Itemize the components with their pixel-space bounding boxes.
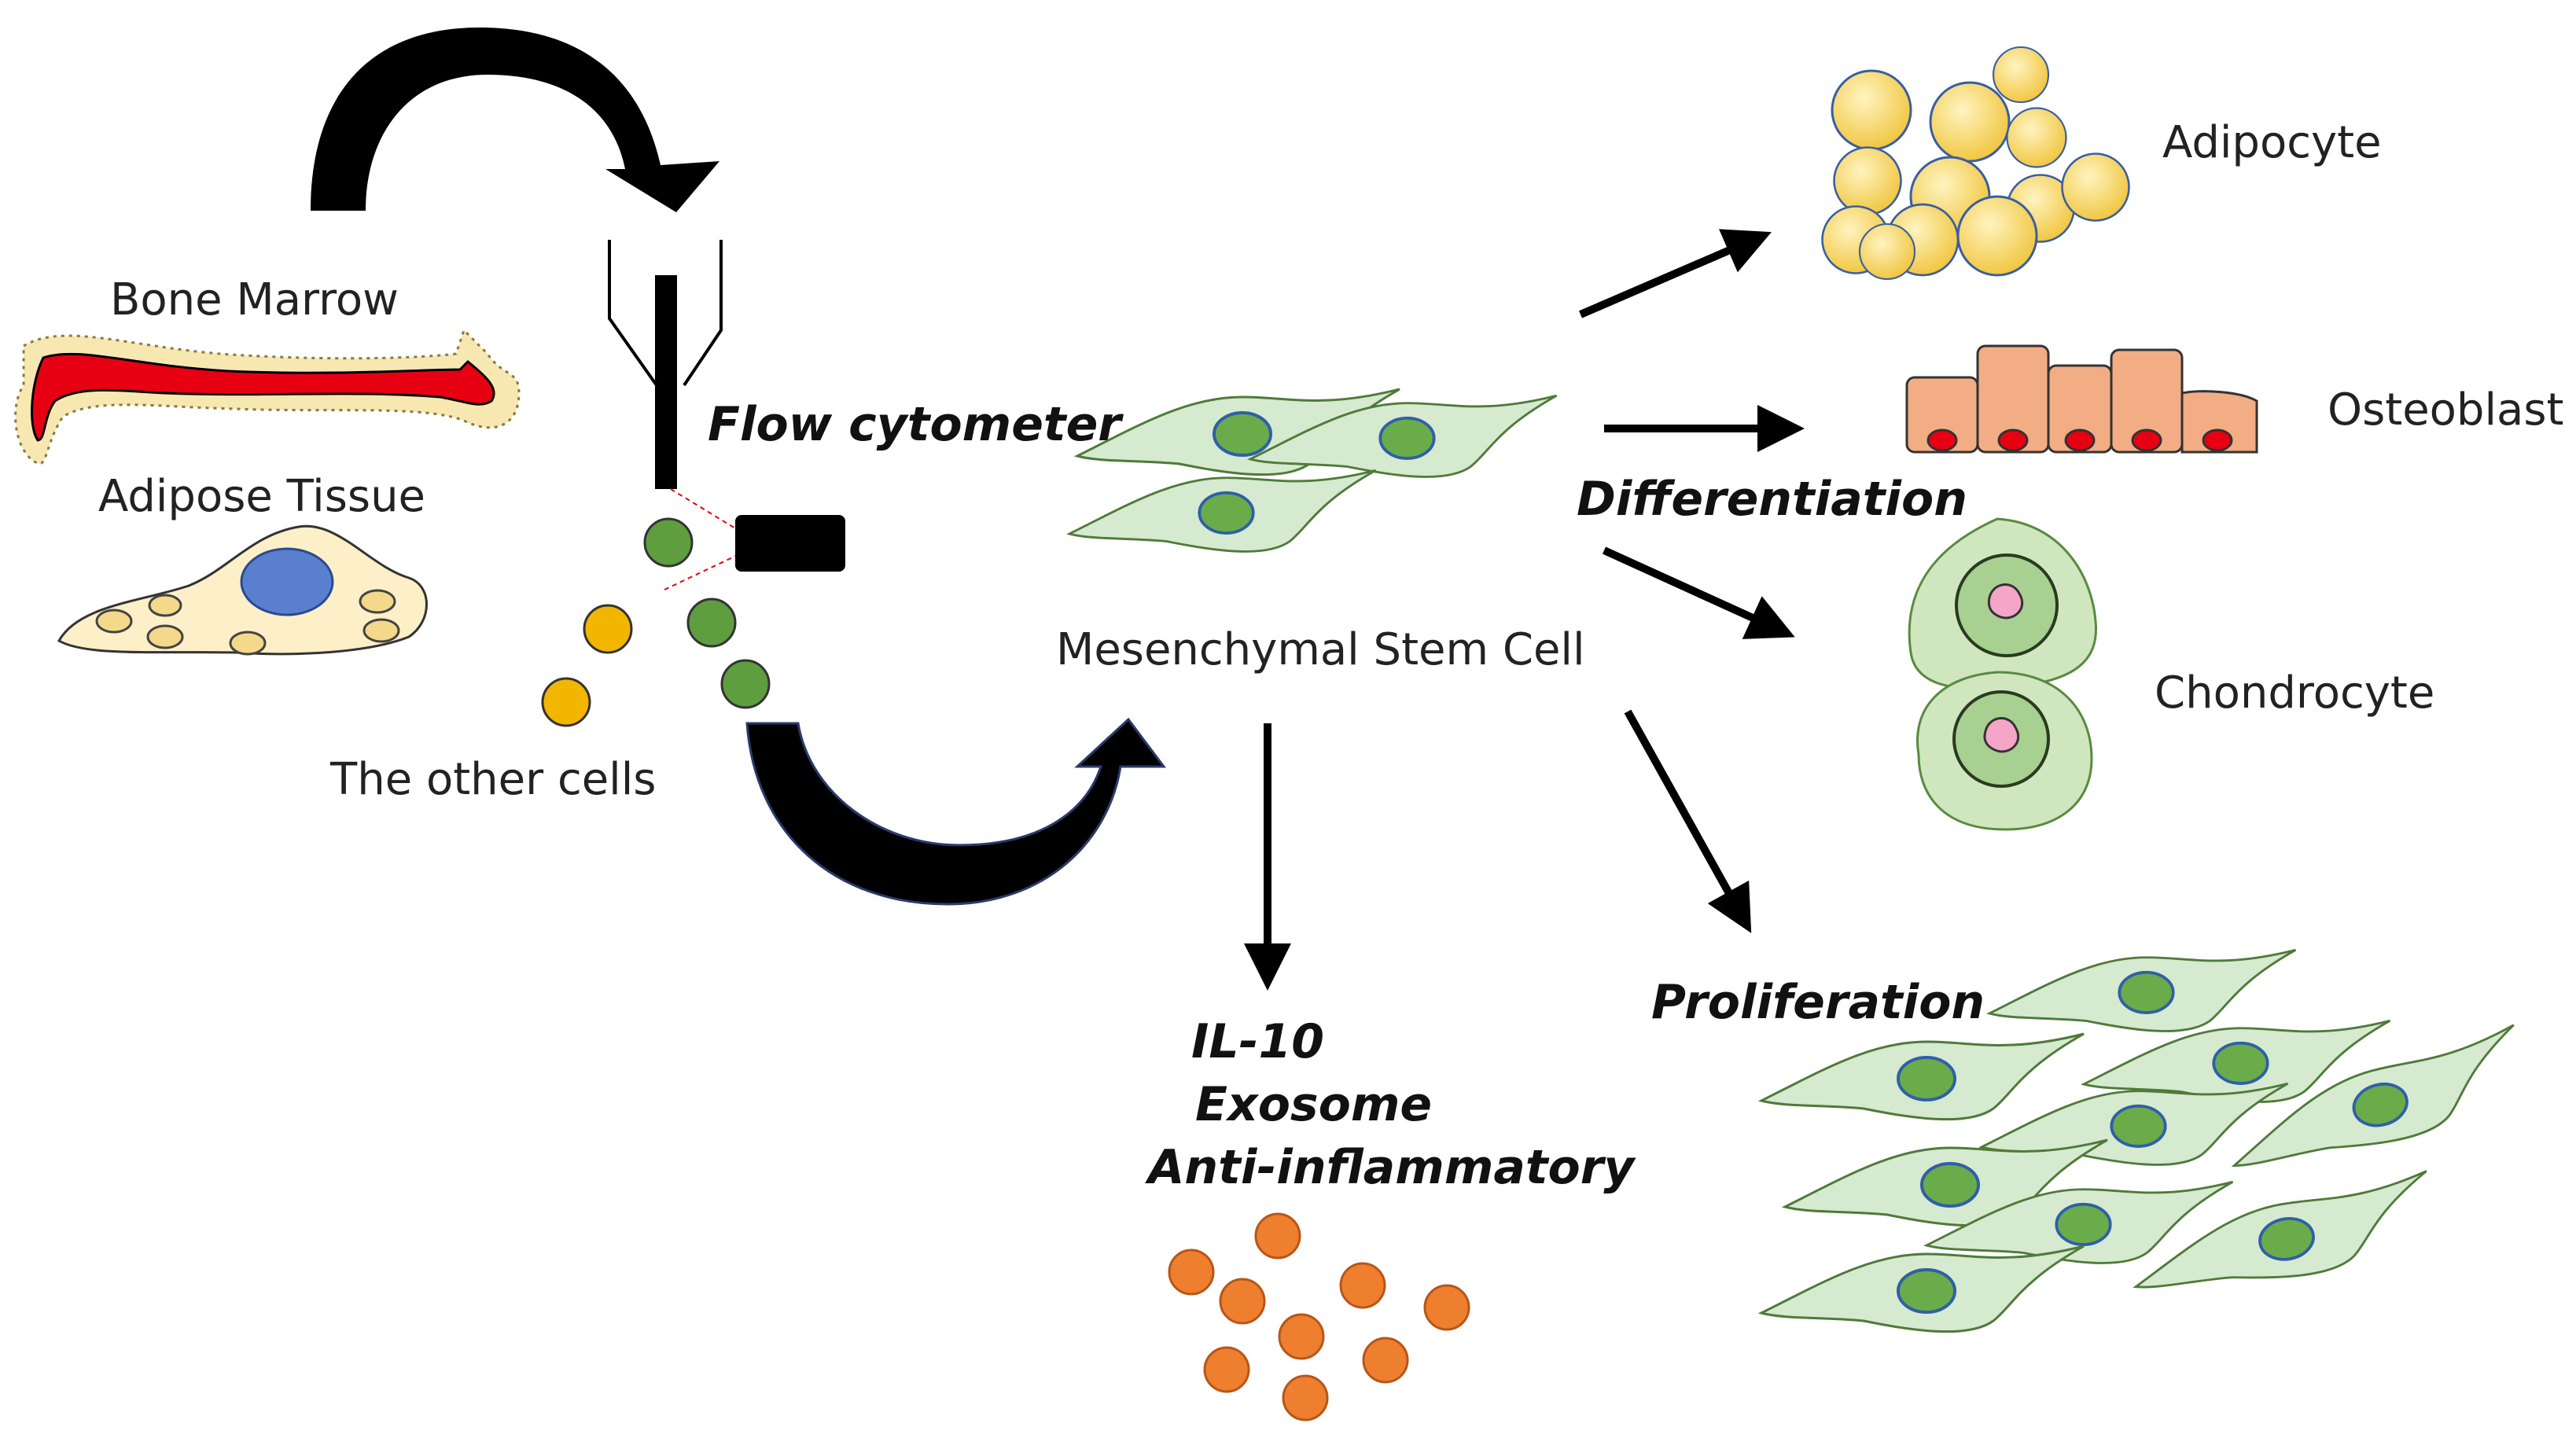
differentiation-arrows bbox=[1579, 229, 1805, 933]
chondrocyte-illustration bbox=[1908, 517, 2098, 831]
green-cell bbox=[643, 517, 694, 568]
chondrocyte-label: Chondrocyte bbox=[2155, 667, 2434, 719]
il10-label: IL-10 bbox=[1191, 1014, 1324, 1069]
yellow-cell bbox=[541, 677, 591, 727]
adipocyte-illustration bbox=[1821, 46, 2130, 281]
flow-cytometer-device bbox=[608, 240, 845, 590]
flow-cytometer-label: Flow cytometer bbox=[708, 397, 1124, 452]
adipocyte-label: Adipocyte bbox=[2162, 117, 2382, 168]
green-cell bbox=[720, 659, 771, 709]
msc-cluster bbox=[1068, 388, 1558, 553]
anti-inflammatory-label: Anti-inflammatory bbox=[1145, 1140, 1636, 1195]
osteoblast-label: Osteoblast bbox=[2328, 384, 2563, 436]
bone-marrow-illustration bbox=[14, 328, 521, 465]
sorted-cells bbox=[541, 517, 771, 727]
yellow-cell bbox=[583, 604, 633, 654]
exosome-particles bbox=[1168, 1212, 1470, 1421]
bone-marrow-label: Bone Marrow bbox=[110, 274, 399, 325]
other-cells-label: The other cells bbox=[329, 754, 656, 805]
differentiation-label: Differentiation bbox=[1577, 472, 1967, 527]
adipose-tissue-illustration bbox=[57, 524, 428, 656]
bottom-curved-arrow bbox=[745, 717, 1166, 906]
msc-label: Mesenchymal Stem Cell bbox=[1056, 624, 1585, 675]
osteoblast-illustration bbox=[1905, 344, 2258, 454]
exosome-label: Exosome bbox=[1195, 1077, 1432, 1132]
top-curved-arrow bbox=[311, 28, 719, 212]
adipose-tissue-label: Adipose Tissue bbox=[98, 471, 425, 522]
green-cell bbox=[686, 598, 737, 648]
proliferation-label: Proliferation bbox=[1651, 975, 1985, 1030]
